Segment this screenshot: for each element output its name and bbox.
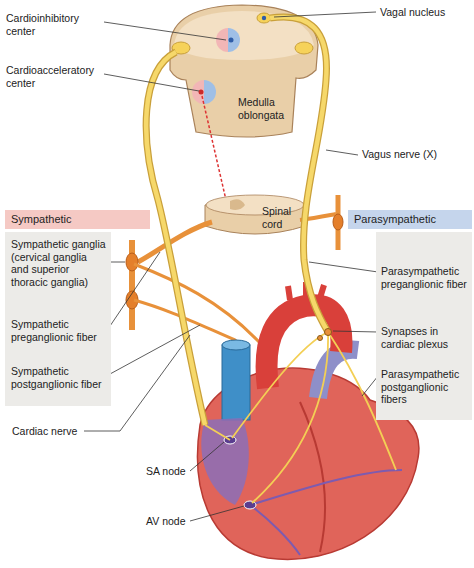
interventricular-groove [300,402,325,552]
nerve-tract [295,42,313,54]
leader-line [274,12,376,17]
center-half [216,28,228,52]
part-label: SA node [146,465,190,478]
panel-label: Parasympathetic postganglionic fibers [381,368,469,406]
center-dot [229,38,234,43]
vena-cava [222,345,250,420]
panel-header: Parasympathetic [348,210,472,229]
panel-label: Sympathetic preganglionic fiber [11,318,107,343]
label-holder: Cardioinhibitory center [6,12,102,37]
leader-line [104,22,226,40]
vagus-nerve [146,52,205,425]
label-holder: SA node [146,465,190,478]
label-holder: Vagal nucleus [380,6,470,19]
center-half [192,80,204,104]
nucleus-dot [262,16,266,20]
label-holder: Cardiac nerve [12,425,92,438]
cardiac-nerve [134,264,262,345]
leader-line [333,331,378,332]
part-label: Cardioacceleratory center [6,64,102,89]
leader-line [110,262,125,263]
right-atrium [201,418,249,505]
vagus-nerve [270,17,328,332]
part-label: Cardiac nerve [12,425,92,438]
label-holder: AV node [146,515,190,528]
panel-header: Sympathetic [5,210,150,229]
part-label: Vagus nerve (X) [362,148,462,161]
panel-box: SympatheticSympathetic ganglia (cervical… [5,210,150,406]
panel-label: Sympathetic postganglionic fiber [11,365,107,390]
vagus-nerve [146,52,205,425]
part-label: Medulla oblongata [238,96,300,121]
leader-line [326,150,358,155]
medulla-oblongata [170,5,318,137]
aorta [267,305,342,388]
sympathetic-ganglion [126,253,138,271]
part-label: Cardioinhibitory center [6,12,102,37]
cardiac-plexus-synapse [318,336,323,341]
leader-line [104,74,199,91]
leader-line [309,262,378,272]
panel-label: Sympathetic ganglia (cervical ganglia an… [11,238,107,288]
center-half [204,80,216,104]
leader-line [190,442,224,471]
grey-matter [230,199,245,210]
panel-label: Parasympathetic preganglionic fiber [381,265,469,290]
leader-line [110,252,160,326]
center-half [228,28,240,52]
vagal-nucleus [257,13,271,23]
vagus-nerve [270,17,328,332]
vena-cava-opening [222,340,250,350]
panel-label: Synapses in cardiac plexus [381,325,469,350]
label-holder: Vagus nerve (X) [362,148,462,161]
panel-box: ParasympatheticParasympathetic pregangli… [348,210,472,420]
center-dot [199,90,204,95]
part-label: Spinal cord [262,205,302,230]
leader-line [190,506,244,521]
label-holder: Cardioacceleratory center [6,64,102,89]
parasympathetic-postganglionic [205,332,396,503]
leader-line [110,325,200,374]
part-label: AV node [146,515,190,528]
cardiac-plexus-synapse [325,329,332,336]
sympathetic-ganglion [333,214,343,230]
part-label: Vagal nucleus [380,6,470,19]
label-holder: Medulla oblongata [238,96,300,121]
label-holder: Spinal cord [262,205,302,230]
